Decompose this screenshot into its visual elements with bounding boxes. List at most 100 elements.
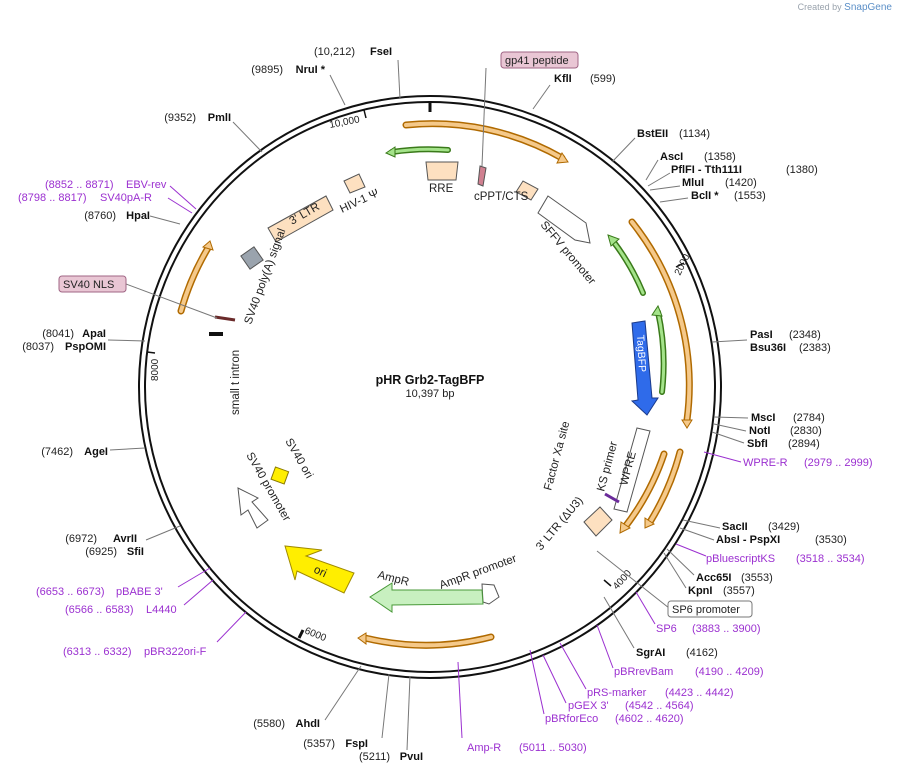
- label-ampr: AmpR: [376, 569, 410, 588]
- site-pspomi-name: PspOMI: [65, 341, 106, 353]
- site-bsu36i-name: Bsu36I: [750, 342, 786, 354]
- primer-pbabe3-name: pBABE 3': [116, 586, 163, 598]
- plasmid-length: 10,397 bp: [406, 388, 455, 400]
- site-mlui-pos: (1420): [725, 177, 757, 189]
- feature-shapes: [209, 161, 659, 613]
- site-pasi-pos: (2348): [789, 329, 821, 341]
- site-bsteii-pos: (1134): [679, 128, 710, 140]
- site-fspi-name: FspI: [345, 738, 368, 750]
- feature-ampr-promoter: [481, 583, 500, 605]
- site-sfii-name: SfiI: [127, 546, 144, 558]
- label-tagbfp: TagBFP: [634, 335, 648, 373]
- label-factor-xa: Factor Xa site: [542, 420, 572, 492]
- feature-cppt: [477, 165, 487, 187]
- primer-prs-marker-range: (4423 .. 4442): [665, 687, 734, 699]
- primer-l4440-name: L4440: [146, 604, 177, 616]
- primer-sites: (8852 .. 8871) EBV-rev (8798 .. 8817) SV…: [18, 179, 873, 754]
- site-sbfi-pos: (2894): [788, 438, 820, 450]
- site-kpni-name: KpnI: [688, 585, 712, 597]
- site-sfii-pos: (6925): [85, 546, 117, 558]
- site-fsei-pos: (10,212): [314, 46, 355, 58]
- box-gp41-peptide: gp41 peptide: [505, 55, 569, 67]
- site-sgrai-name: SgrAI: [636, 647, 665, 659]
- primer-pgex3-range: (4542 .. 4564): [625, 700, 694, 712]
- site-pmli-pos: (9352): [164, 112, 196, 124]
- primer-pbrforeco-range: (4602 .. 4620): [615, 713, 684, 725]
- site-sgrai-pos: (4162): [686, 647, 718, 659]
- feature-small-t-intron: [209, 332, 223, 336]
- site-bcli-pos: (1553): [734, 190, 766, 202]
- feature-3ltr-du3: [583, 506, 613, 537]
- site-pmli-name: PmlI: [208, 112, 231, 124]
- site-kpni-pos: (3557): [723, 585, 755, 597]
- site-sacii-name: SacII: [722, 521, 748, 533]
- site-asci-name: AscI: [660, 151, 683, 163]
- primer-wpre-r-range: (2979 .. 2999): [804, 457, 873, 469]
- site-nrui-name: NruI *: [296, 64, 326, 76]
- tick-6000: 6000: [303, 626, 328, 645]
- tick-10000: 10,000: [328, 114, 361, 131]
- site-ahdi-name: AhdI: [296, 718, 320, 730]
- site-acc65i-pos: (3553): [741, 572, 773, 584]
- feature-ampr: [369, 582, 484, 613]
- boxed-labels: gp41 peptide SV40 NLS SP6 promoter: [58, 51, 753, 618]
- brand-prefix: Created by: [797, 2, 842, 12]
- site-apai-pos: (8041): [42, 328, 74, 340]
- feature-sv40-nls-mark: [214, 315, 236, 322]
- label-ampr-promoter: AmpR promoter: [438, 553, 519, 592]
- site-noti-pos: (2830): [790, 425, 822, 437]
- site-bsu36i-pos: (2383): [799, 342, 831, 354]
- feature-ltr-right: [515, 180, 539, 201]
- primer-sp6-range: (3883 .. 3900): [692, 623, 761, 635]
- feature-ori: [284, 545, 355, 594]
- site-pflfi-pos: (1380): [786, 164, 818, 176]
- primer-l4440-range: (6566 .. 6583): [65, 604, 134, 616]
- primer-sv40pa-r-range: (8798 .. 8817): [18, 192, 87, 204]
- primer-pgex3-name: pGEX 3': [568, 700, 609, 712]
- feature-rre: [425, 161, 459, 181]
- site-kfli-pos: (599): [590, 73, 616, 85]
- label-rre: RRE: [429, 183, 454, 195]
- label-3ltr-du3: 3' LTR (ΔU3): [534, 495, 586, 553]
- feature-ks-primer: [604, 492, 620, 504]
- site-bsteii-name: BstEII: [637, 128, 668, 140]
- primer-pbluescriptks-range: (3518 .. 3534): [796, 553, 865, 565]
- brand-name: SnapGene: [844, 2, 892, 13]
- feature-sv40-polya: [240, 246, 264, 270]
- sites-right: KflI (599) BstEII (1134) AscI (1358) Pfl…: [532, 73, 847, 659]
- site-asci-pos: (1358): [704, 151, 736, 163]
- feature-sv40-ori: [270, 466, 290, 485]
- label-ori: ori: [312, 564, 329, 580]
- green-orf-arcs: [384, 146, 667, 395]
- primer-pbabe3-range: (6653 .. 6673): [36, 586, 105, 598]
- site-kfli-name: KflI: [554, 73, 572, 85]
- label-hiv-psi: HIV-1 Ψ: [338, 187, 381, 215]
- site-nrui-pos: (9895): [251, 64, 283, 76]
- primer-amp-r-range: (5011 .. 5030): [519, 742, 587, 754]
- site-msci-pos: (2784): [793, 412, 825, 424]
- label-ks-primer: KS primer: [595, 440, 620, 493]
- primer-pbrforeco-name: pBRforEco: [545, 713, 598, 725]
- site-pflfi-name: PflFI - Tth111I: [671, 164, 742, 176]
- plasmid-name: pHR Grb2-TagBFP: [376, 373, 485, 387]
- primer-sv40pa-r-name: SV40pA-R: [100, 192, 152, 204]
- site-agei-name: AgeI: [84, 446, 108, 458]
- site-sacii-pos: (3429): [768, 521, 800, 533]
- site-acc65i-name: Acc65I: [696, 572, 731, 584]
- primer-pbluescriptks-name: pBluescriptKS: [706, 553, 775, 565]
- feature-hiv-psi: [343, 173, 366, 194]
- label-cppt: cPPT/CTS: [474, 191, 529, 203]
- primer-ebv-rev-name: EBV-rev: [126, 179, 167, 191]
- site-hpai-name: HpaI: [126, 210, 150, 222]
- primer-pbr322ori-f-range: (6313 .. 6332): [63, 646, 132, 658]
- primer-prs-marker-name: pRS-marker: [587, 687, 647, 699]
- site-agei-pos: (7462): [41, 446, 73, 458]
- site-ahdi-pos: (5580): [253, 718, 285, 730]
- label-small-t-intron: small t intron: [230, 350, 242, 415]
- box-sp6-promoter: SP6 promoter: [672, 604, 740, 616]
- primer-sp6-name: SP6: [656, 623, 677, 635]
- primer-pbr322ori-f-name: pBR322ori-F: [144, 646, 207, 658]
- primer-ebv-rev-range: (8852 .. 8871): [45, 179, 114, 191]
- feature-sffv-promoter: [537, 195, 591, 244]
- primer-wpre-r-name: WPRE-R: [743, 457, 788, 469]
